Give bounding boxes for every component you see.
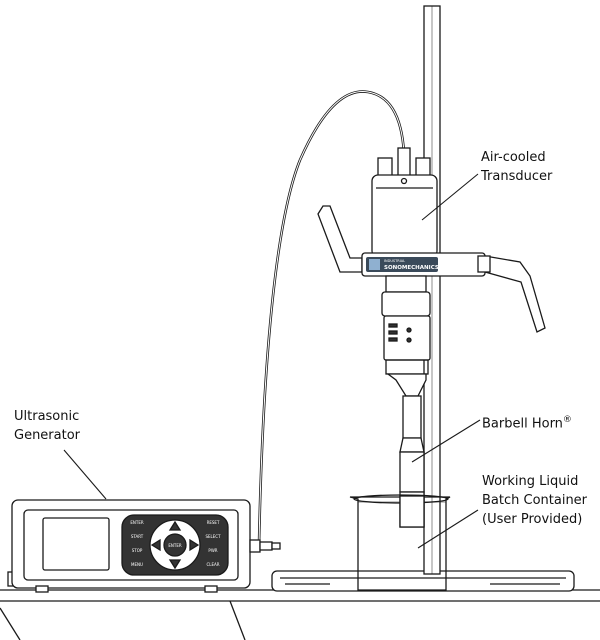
brand-badge: INDUSTRIAL SONOMECHANICS xyxy=(366,257,439,272)
label-container-line3: (User Provided) xyxy=(482,512,583,527)
leader-container xyxy=(417,509,479,549)
key-right-1[interactable]: RESET xyxy=(207,520,220,525)
key-left-2[interactable]: START xyxy=(131,534,144,539)
table-surface xyxy=(0,589,600,640)
booster-section xyxy=(381,275,431,375)
key-right-4[interactable]: CLEAR xyxy=(206,562,219,567)
leader-lines xyxy=(63,173,481,549)
key-left-1[interactable]: ENTER xyxy=(130,520,143,525)
ultrasonic-generator xyxy=(7,499,281,593)
key-right-2[interactable]: SELECT xyxy=(205,534,221,539)
leader-horn xyxy=(411,419,481,463)
key-center[interactable]: ENTER xyxy=(168,543,181,548)
label-generator-line2: Generator xyxy=(14,428,81,443)
label-container-line2: Batch Container xyxy=(482,493,588,508)
label-transducer-line1: Air-cooled xyxy=(481,150,546,165)
label-generator: Ultrasonic Generator xyxy=(14,407,80,445)
stand-base xyxy=(271,570,575,592)
leader-generator xyxy=(63,449,107,500)
label-transducer: Air-cooled Transducer xyxy=(481,148,552,186)
label-horn-text: Barbell Horn xyxy=(482,416,563,432)
batch-container xyxy=(349,494,451,591)
brand-small: INDUSTRIAL xyxy=(384,259,405,263)
brand-big: SONOMECHANICS xyxy=(384,265,439,271)
label-transducer-line2: Transducer xyxy=(481,169,553,184)
key-left-3[interactable]: STOP xyxy=(132,548,143,553)
key-right-3[interactable]: PWR xyxy=(208,548,217,553)
label-horn: Barbell Horn® xyxy=(482,411,572,433)
leader-transducer xyxy=(421,173,479,221)
key-left-4[interactable]: MENU xyxy=(131,562,143,567)
label-generator-line1: Ultrasonic xyxy=(14,409,80,424)
registered-mark: ® xyxy=(562,415,572,425)
label-container-line1: Working Liquid xyxy=(482,474,579,489)
label-container: Working Liquid Batch Container (User Pro… xyxy=(482,472,587,529)
air-cooled-transducer xyxy=(371,147,438,258)
